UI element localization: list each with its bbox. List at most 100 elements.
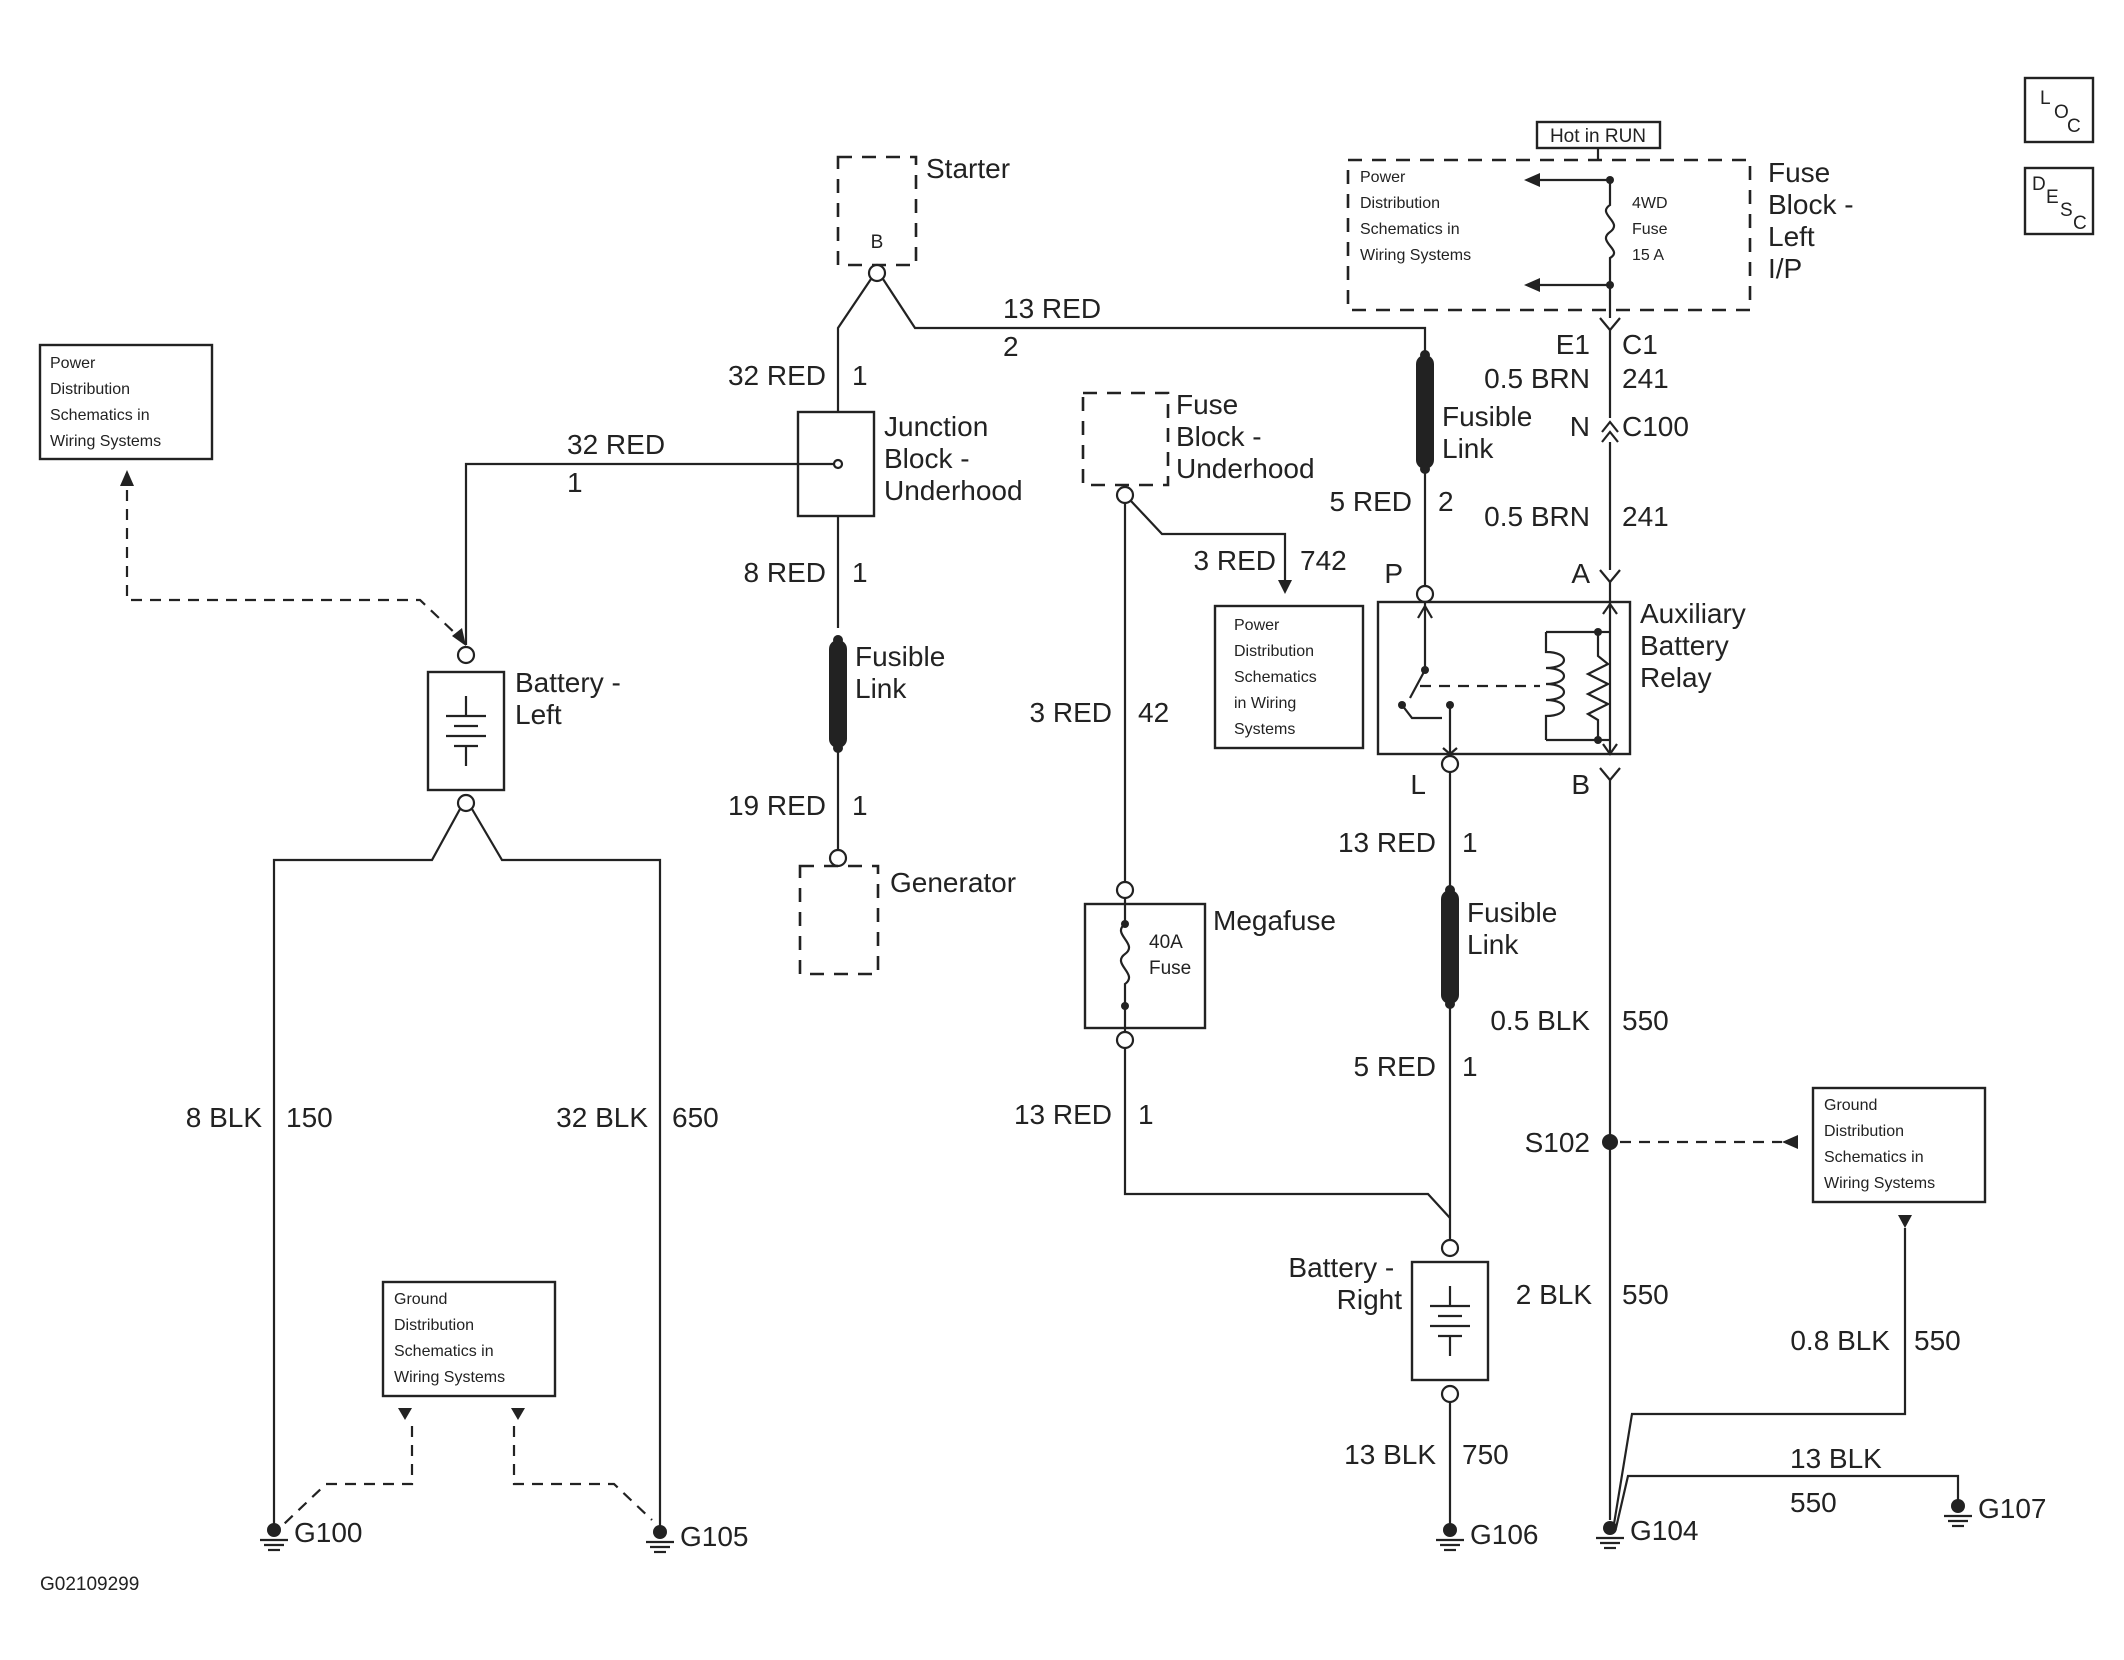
- svg-text:G100: G100: [294, 1517, 363, 1548]
- desc-letter-s: S: [2060, 200, 2073, 221]
- wire-label: 13 RED: [1338, 827, 1436, 858]
- wire-label: 0.5 BLK: [1490, 1005, 1590, 1036]
- battery-right-label: Battery - Right: [1288, 1252, 1402, 1315]
- wire-label: 13 BLK: [1344, 1439, 1436, 1470]
- 4wd-fuse-text: 4WD Fuse 15 A: [1632, 195, 1672, 264]
- fusible-link-right-label: Fusible Link: [1467, 897, 1565, 960]
- svg-text:Ground Distribution: Ground Distribution Schematics in Wiring…: [1824, 1097, 1935, 1192]
- wire-label: 32 RED: [728, 360, 826, 391]
- fusible-link-right: [1441, 885, 1459, 1009]
- loc-letter-o: O: [2054, 102, 2069, 123]
- wire-circuit: 2: [1438, 486, 1454, 517]
- wire-megafuse-to-battery-right: [1123, 1048, 1451, 1219]
- ground-g107: G107: [1944, 1493, 2047, 1528]
- hot-in-run-label: Hot in RUN: [1550, 126, 1646, 147]
- connector-n: N: [1570, 411, 1590, 442]
- desc-letter-c: C: [2073, 213, 2087, 234]
- ground-distribution-ref-right[interactable]: Ground Distribution Schematics in Wiring…: [1811, 1086, 1987, 1204]
- wire-circuit: 2: [1003, 331, 1019, 362]
- wire-label: 13 RED: [1003, 293, 1101, 324]
- wire-label: 13 BLK: [1790, 1443, 1882, 1474]
- wire-circuit: 750: [1462, 1439, 1509, 1470]
- splice-s102-label: S102: [1525, 1127, 1590, 1158]
- relay-pin-a: A: [1571, 558, 1590, 589]
- fuse-block-underhood: [1081, 391, 1170, 505]
- fuse-block-ip-name: Fuse Block - Left I/P: [1768, 157, 1861, 284]
- fusible-link-top-label: Fusible Link: [1442, 401, 1540, 464]
- svg-text:G106: G106: [1470, 1519, 1539, 1550]
- splice-s102: [1602, 1134, 1618, 1150]
- wire-circuit: 550: [1790, 1487, 1837, 1518]
- wire-circuit: 1: [1138, 1099, 1154, 1130]
- ground-distribution-ref-left[interactable]: Ground Distribution Schematics in Wiring…: [381, 1280, 557, 1398]
- arrow-up-icon: [120, 470, 134, 486]
- relay-pin-l: L: [1410, 769, 1426, 800]
- desc-button[interactable]: D E S C: [2023, 166, 2095, 236]
- power-distribution-ref-mid[interactable]: Power Distribution Schematics in Wiring …: [1213, 604, 1365, 750]
- wire-742: [1130, 500, 1287, 583]
- loc-button[interactable]: L O C: [2023, 76, 2095, 144]
- wire-circuit: 241: [1622, 501, 1669, 532]
- connector-e1: E1: [1556, 329, 1590, 360]
- connector-c100: C100: [1622, 411, 1689, 442]
- arrow-down-icon: [1278, 580, 1292, 594]
- arrow-down-icon: [511, 1408, 525, 1420]
- wire-circuit: 550: [1914, 1325, 1961, 1356]
- wire-circuit: 742: [1300, 545, 1347, 576]
- generator: Generator: [798, 848, 1016, 976]
- wire-label: 19 RED: [728, 790, 826, 821]
- arrow-down-icon: [398, 1408, 412, 1420]
- wire-13blk-550: [1614, 1474, 1960, 1529]
- svg-text:G107: G107: [1978, 1493, 2047, 1524]
- wire-circuit: 550: [1622, 1005, 1669, 1036]
- wire-label: 32 BLK: [556, 1102, 648, 1133]
- wire-label: 0.8 BLK: [1790, 1325, 1890, 1356]
- wire-label: 5 RED: [1330, 486, 1412, 517]
- wire-label: 8 BLK: [186, 1102, 263, 1133]
- wire-circuit: 550: [1622, 1279, 1669, 1310]
- wire-battery-left-g100: [272, 808, 461, 1528]
- relay-pin-b: B: [1571, 769, 1590, 800]
- starter: B Starter: [836, 153, 1010, 283]
- ground-g106: G106: [1436, 1519, 1539, 1552]
- relay-label: Auxiliary Battery Relay: [1640, 598, 1754, 693]
- wire-circuit: 150: [286, 1102, 333, 1133]
- wire-label: 0.5 BRN: [1484, 501, 1590, 532]
- fuse-block-left-ip: Hot in RUN Power Distribution Schematics…: [1346, 120, 1861, 312]
- arrow-left-icon: [1782, 1135, 1798, 1149]
- wire-circuit: 1: [852, 790, 868, 821]
- wire-label: 2 BLK: [1516, 1279, 1593, 1310]
- desc-letter-d: D: [2032, 174, 2046, 195]
- wire-circuit: 1: [1462, 827, 1478, 858]
- wire-label: 13 RED: [1014, 1099, 1112, 1130]
- arrow-icon: [452, 628, 466, 646]
- wire-circuit: 1: [852, 360, 868, 391]
- wire-starter-to-fusible: [882, 278, 1427, 355]
- wire-starter-to-junction: [836, 278, 872, 412]
- wire-battery-left-g105: [471, 808, 662, 1528]
- wire-circuit: 650: [672, 1102, 719, 1133]
- fusible-link-left: [829, 635, 847, 753]
- megafuse: [1083, 880, 1207, 1050]
- power-distribution-ref-left[interactable]: Power Distribution Schematics in Wiring …: [38, 343, 214, 461]
- junction-block-label: Junction Block - Underhood: [884, 411, 1023, 506]
- 4wd-fuse: [1604, 180, 1616, 285]
- wire-circuit: 241: [1622, 363, 1669, 394]
- battery-right: [1410, 1238, 1490, 1404]
- wire-label: 5 RED: [1354, 1051, 1436, 1082]
- wire-label: 32 RED: [567, 429, 665, 460]
- connector-c1: C1: [1622, 329, 1658, 360]
- fuse-block-ip-ref-text: Power Distribution Schematics in Wiring …: [1360, 169, 1471, 264]
- circuit-241-wire: [1599, 285, 1621, 598]
- svg-text:G105: G105: [680, 1521, 749, 1552]
- fusible-link-top: [1416, 350, 1434, 474]
- svg-text:Ground Distribution: Ground Distribution Schematics in Wiring…: [394, 1291, 505, 1386]
- ground-g100: G100: [260, 1517, 363, 1552]
- starter-label: Starter: [926, 153, 1010, 184]
- arrow-down-icon: [1898, 1215, 1912, 1228]
- desc-letter-e: E: [2046, 187, 2059, 208]
- svg-text:G104: G104: [1630, 1515, 1699, 1546]
- megafuse-label: Megafuse: [1213, 905, 1336, 936]
- starter-pin-b: B: [871, 232, 884, 253]
